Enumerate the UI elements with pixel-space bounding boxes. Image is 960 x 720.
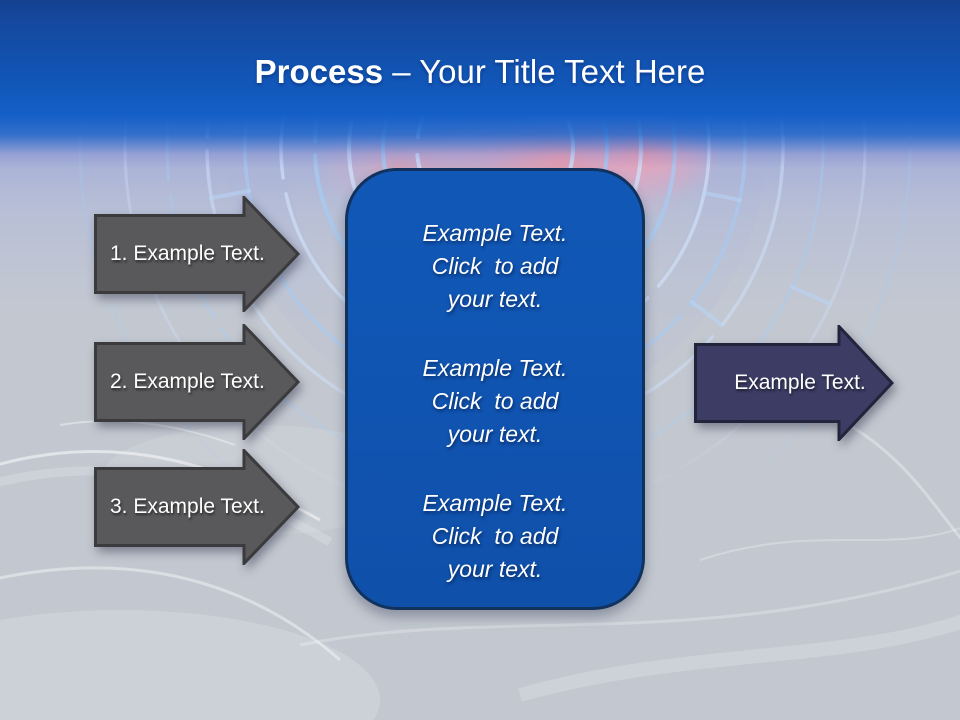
panel-paragraph-3: Example Text. Click to add your text. bbox=[370, 487, 620, 586]
header-bar bbox=[0, 0, 960, 168]
panel-line: Example Text. bbox=[422, 490, 568, 516]
panel-line: Click to add bbox=[431, 523, 559, 549]
arrow-right-icon bbox=[94, 196, 300, 312]
process-arrow-3[interactable]: 3. Example Text. bbox=[94, 449, 300, 565]
page-title-emphasis: Process bbox=[254, 53, 384, 90]
arrow-right-icon bbox=[94, 449, 300, 565]
arrow-right-icon bbox=[94, 324, 300, 440]
process-arrow-3-label: 3. Example Text. bbox=[110, 495, 265, 518]
result-arrow[interactable]: Example Text. bbox=[694, 325, 894, 441]
process-arrow-1-label: 1. Example Text. bbox=[110, 242, 265, 265]
panel-line: Click to add bbox=[431, 253, 559, 279]
process-arrow-1[interactable]: 1. Example Text. bbox=[94, 196, 300, 312]
arrow-right-icon bbox=[694, 325, 894, 441]
page-title: Process – Your Title Text Here bbox=[0, 52, 960, 92]
panel-line: your text. bbox=[447, 286, 543, 312]
page-title-rest: – Your Title Text Here bbox=[383, 53, 706, 90]
process-arrow-2-label: 2. Example Text. bbox=[110, 370, 265, 393]
process-arrow-2[interactable]: 2. Example Text. bbox=[94, 324, 300, 440]
panel-line: your text. bbox=[447, 421, 543, 447]
panel-paragraph-1: Example Text. Click to add your text. bbox=[370, 217, 620, 316]
result-arrow-label: Example Text. bbox=[734, 371, 866, 394]
panel-line: Example Text. bbox=[422, 355, 568, 381]
panel-line: Example Text. bbox=[422, 220, 568, 246]
panel-paragraph-2: Example Text. Click to add your text. bbox=[370, 352, 620, 451]
panel-line: your text. bbox=[447, 556, 543, 582]
center-text-panel[interactable]: Example Text. Click to add your text. Ex… bbox=[345, 168, 645, 610]
panel-line: Click to add bbox=[431, 388, 559, 414]
